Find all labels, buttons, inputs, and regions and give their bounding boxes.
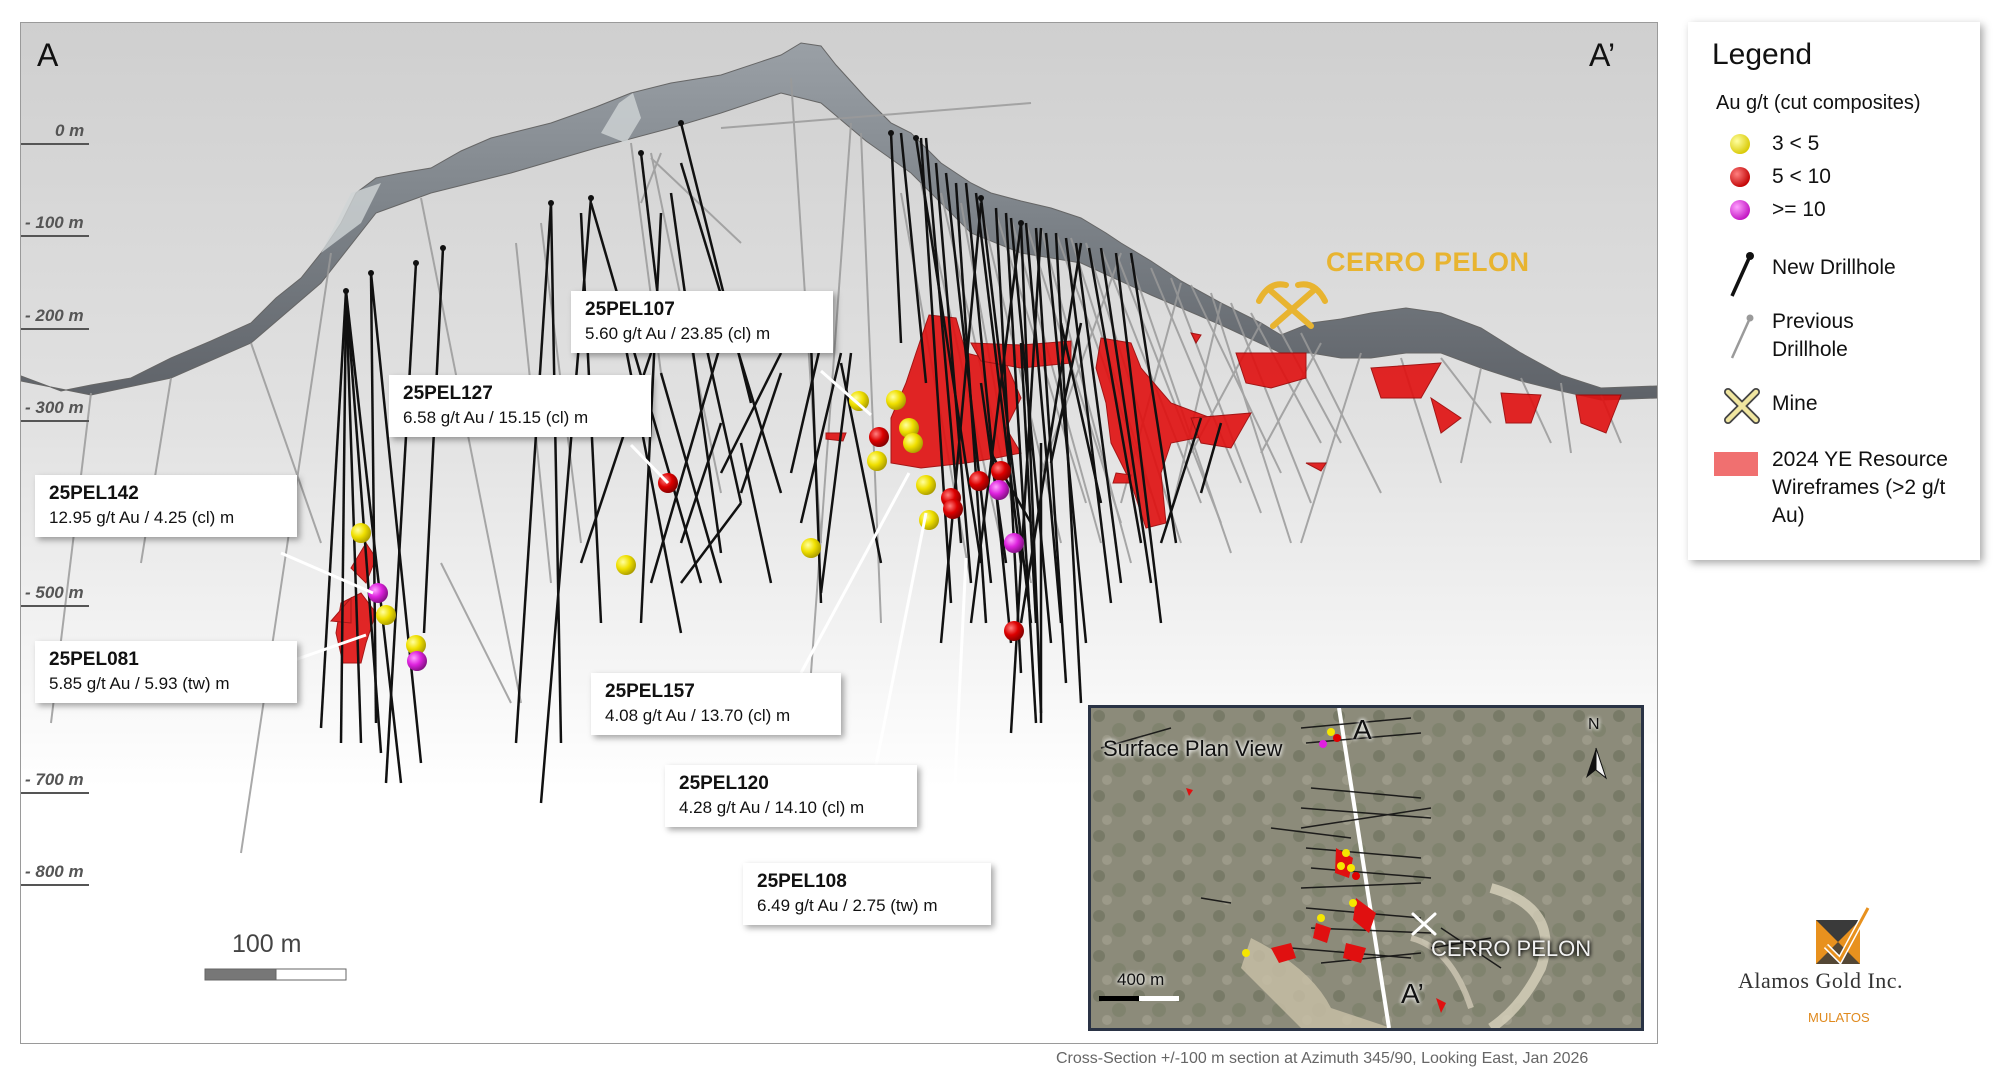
callout-grade: 6.49 g/t Au / 2.75 (tw) m xyxy=(757,896,938,915)
depth-label-700: - 700 m xyxy=(25,770,84,789)
legend-previous-drillhole-icon xyxy=(1730,314,1754,359)
legend-title: Legend xyxy=(1712,38,1813,71)
inset-title: Surface Plan View xyxy=(1103,736,1283,761)
depth-tick-500 xyxy=(21,605,89,607)
section-end-a-prime: A’ xyxy=(1589,37,1616,73)
legend-new-drillhole-icon xyxy=(1730,252,1754,297)
callout-hole-id: 25PEL120 xyxy=(679,773,769,794)
callout-hole-id: 25PEL127 xyxy=(403,383,493,404)
assay-red-points xyxy=(658,427,1024,641)
legend-grade-10-plus: >= 10 xyxy=(1772,198,1826,221)
legend-resource-swatch xyxy=(1714,452,1758,476)
callout-grade: 4.08 g/t Au / 13.70 (cl) m xyxy=(605,706,791,725)
depth-tick-700 xyxy=(21,792,89,794)
callout-25pel120: 25PEL120 4.28 g/t Au / 14.10 (cl) m xyxy=(665,765,917,827)
callout-hole-id: 25PEL157 xyxy=(605,681,695,702)
depth-tick-0 xyxy=(21,143,89,145)
figure-caption: Cross-Section +/-100 m section at Azimut… xyxy=(1056,1050,1589,1067)
depth-label-300: - 300 m xyxy=(25,398,84,417)
legend-new-drillhole-label: New Drillhole xyxy=(1772,256,1896,279)
depth-tick-100 xyxy=(21,235,89,237)
depth-label-0: 0 m xyxy=(55,121,85,140)
callout-leaders xyxy=(280,369,968,864)
inset-north-label: N xyxy=(1588,716,1600,733)
inset-map-drawing xyxy=(1091,708,1641,1028)
depth-tick-200 xyxy=(21,328,89,330)
callout-hole-id: 25PEL107 xyxy=(585,299,675,320)
inset-section-end-a: A xyxy=(1353,714,1372,745)
inset-scale-label: 400 m xyxy=(1117,970,1165,989)
callout-grade: 5.85 g/t Au / 5.93 (tw) m xyxy=(49,674,230,693)
callout-hole-id: 25PEL142 xyxy=(49,483,139,504)
legend-red-dot-icon xyxy=(1730,167,1750,187)
scale-bar xyxy=(204,968,347,981)
callout-grade: 12.95 g/t Au / 4.25 (cl) m xyxy=(49,508,235,527)
legend-grade-5-10: 5 < 10 xyxy=(1772,165,1831,188)
alamos-gold-logo-icon xyxy=(1816,906,1871,965)
depth-tick-300 xyxy=(21,420,89,422)
callout-25pel127: 25PEL127 6.58 g/t Au / 15.15 (cl) m xyxy=(389,375,651,437)
legend-mine-label: Mine xyxy=(1772,392,1818,415)
callout-25pel081: 25PEL081 5.85 g/t Au / 5.93 (tw) m xyxy=(35,641,297,703)
cross-section-drawing xyxy=(21,42,1657,864)
callout-grade: 5.60 g/t Au / 23.85 (cl) m xyxy=(585,324,771,343)
scale-bar-label: 100 m xyxy=(232,930,302,958)
legend-grade-3-5: 3 < 5 xyxy=(1772,132,1820,155)
legend-resource-label: 2024 YE Resource Wireframes (>2 g/t Au) xyxy=(1772,448,1948,527)
depth-label-200: - 200 m xyxy=(25,306,84,325)
surface-plan-inset-map: Surface Plan View N A A’ CERRO PELON 400… xyxy=(1088,705,1644,1031)
drillhole-collars xyxy=(343,120,1024,294)
callout-25pel108: 25PEL108 6.49 g/t Au / 2.75 (tw) m xyxy=(743,863,991,925)
callout-hole-id: 25PEL108 xyxy=(757,871,847,892)
legend-previous-drillhole-label: Previous Drillhole xyxy=(1772,310,1854,361)
mine-pickaxes-icon xyxy=(1256,281,1328,329)
new-drillholes xyxy=(319,122,1223,804)
assay-yellow-points xyxy=(351,390,939,655)
assay-magenta-points xyxy=(368,480,1024,671)
north-arrow-icon xyxy=(1586,747,1608,780)
legend-panel: Legend Au g/t (cut composites) 3 < 5 5 <… xyxy=(1688,22,1980,560)
depth-label-500: - 500 m xyxy=(25,583,84,602)
legend-subtitle: Au g/t (cut composites) xyxy=(1716,92,1921,114)
callout-25pel157: 25PEL157 4.08 g/t Au / 13.70 (cl) m xyxy=(591,673,841,735)
legend-magenta-dot-icon xyxy=(1730,200,1750,220)
callout-25pel107: 25PEL107 5.60 g/t Au / 23.85 (cl) m xyxy=(571,291,833,353)
section-end-a: A xyxy=(37,37,59,73)
logo-company-name: Alamos Gold Inc. xyxy=(1738,968,1904,993)
depth-tick-800 xyxy=(21,884,89,886)
legend-yellow-dot-icon xyxy=(1730,134,1750,154)
terrain-ridge xyxy=(21,42,1657,401)
depth-label-100: - 100 m xyxy=(25,213,84,232)
callout-hole-id: 25PEL081 xyxy=(49,649,139,670)
deposit-label-cerro-pelon: CERRO PELON xyxy=(1326,247,1530,277)
cross-section-panel: A A’ 0 m - 100 m - 200 m - 300 m - 500 m… xyxy=(20,22,1658,1044)
legend-mine-icon xyxy=(1724,388,1760,424)
callout-grade: 4.28 g/t Au / 14.10 (cl) m xyxy=(679,798,865,817)
logo-subtitle: MULATOS xyxy=(1808,1010,1870,1025)
callout-grade: 6.58 g/t Au / 15.15 (cl) m xyxy=(403,408,589,427)
depth-label-800: - 800 m xyxy=(25,862,84,881)
inset-section-end-a-prime: A’ xyxy=(1401,978,1424,1009)
inset-deposit-label: CERRO PELON xyxy=(1431,936,1592,961)
callout-25pel142: 25PEL142 12.95 g/t Au / 4.25 (cl) m xyxy=(35,475,297,537)
